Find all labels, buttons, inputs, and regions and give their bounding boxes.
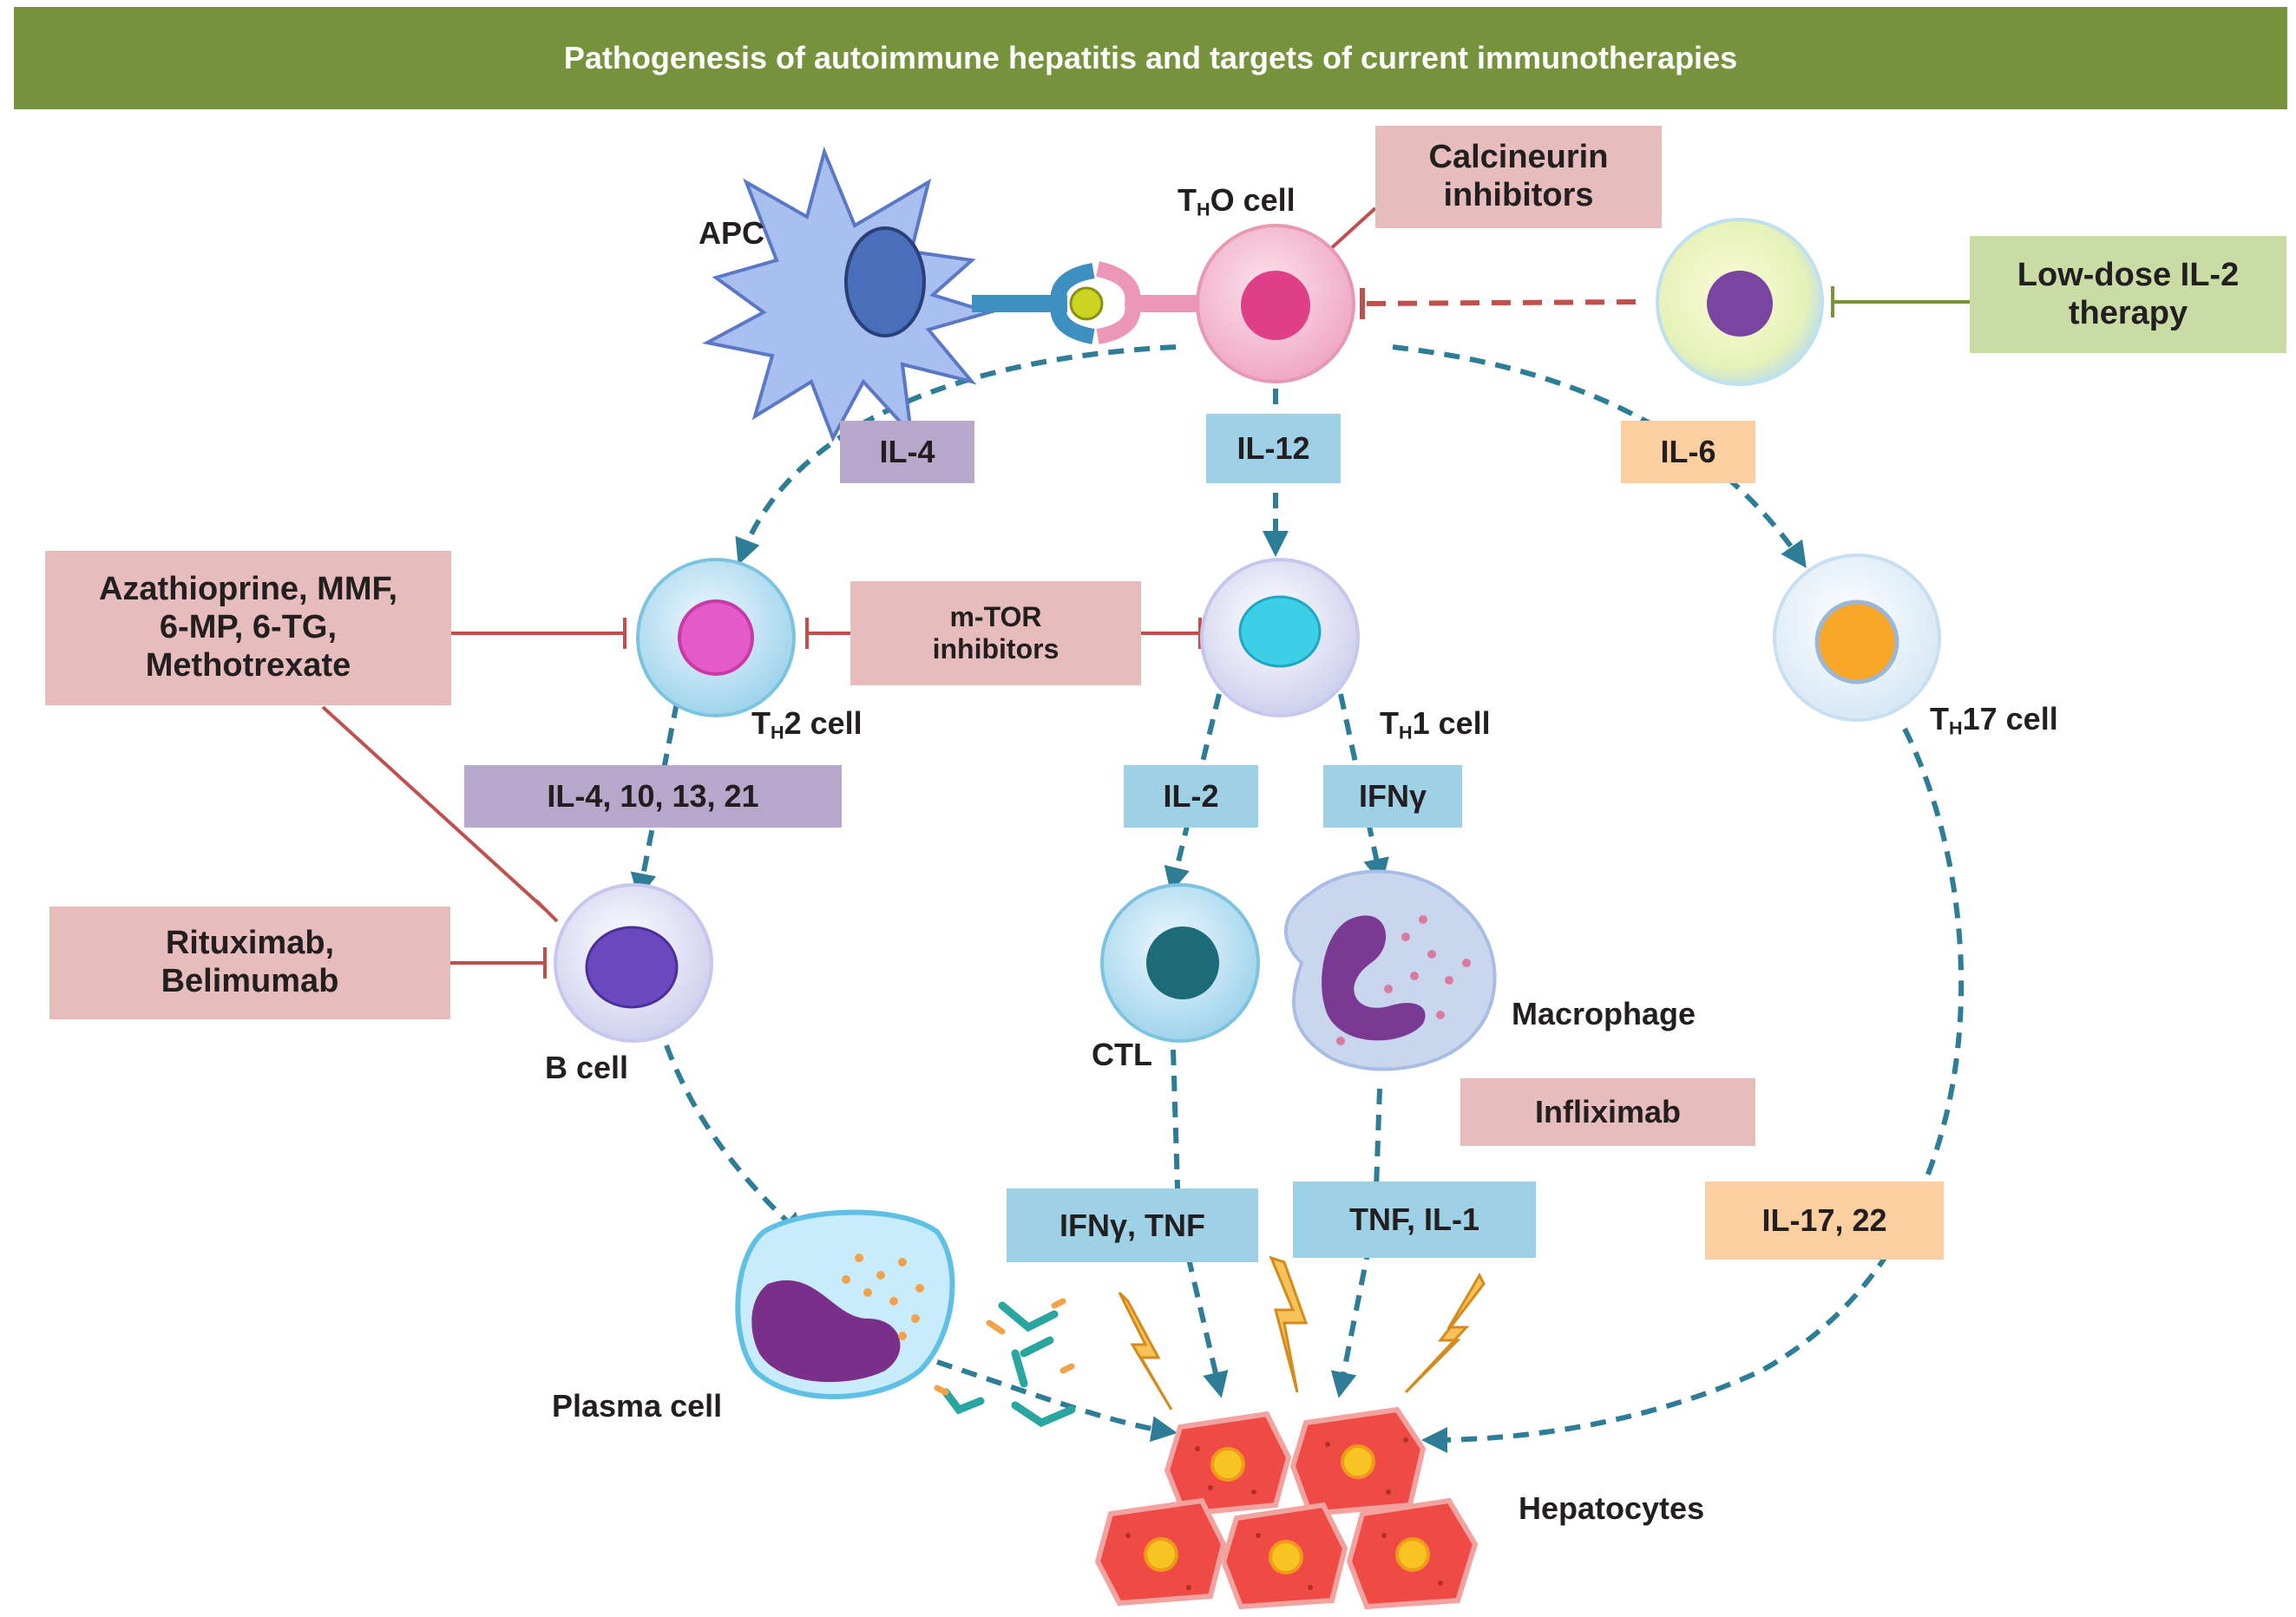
label-apc: APC bbox=[699, 215, 765, 251]
th2-cell-graphic bbox=[636, 558, 796, 717]
arrow-th0-to-th2 bbox=[735, 344, 1177, 566]
therapy-rituximab-belimumab: Rituximab, Belimumab bbox=[49, 907, 450, 1019]
cytokine-il17-22: IL-17, 22 bbox=[1705, 1182, 1944, 1260]
cytokine-il2: IL-2 bbox=[1124, 765, 1258, 828]
label-th2-cell: TH2 cell bbox=[751, 705, 863, 743]
arrow-th0-to-th17 bbox=[1392, 344, 1807, 568]
arrow-th1-to-ctl bbox=[1164, 693, 1222, 894]
ctl-graphic bbox=[1100, 883, 1260, 1043]
label-hepatocytes: Hepatocytes bbox=[1519, 1490, 1705, 1526]
cytokine-ifng-tnf: IFNγ, TNF bbox=[1007, 1188, 1258, 1262]
arrow-macrophage-to-hepatocytes bbox=[1330, 1088, 1382, 1398]
apc-cell bbox=[702, 146, 1202, 442]
macrophage-graphic bbox=[1284, 869, 1497, 1071]
cytokine-th2-group: IL-4, 10, 13, 21 bbox=[464, 765, 842, 828]
therapy-low-dose-il2: Low-dose IL-2 therapy bbox=[1970, 236, 2286, 353]
inhibition-lines bbox=[321, 206, 1637, 979]
cytokine-tnf-il1: TNF, IL-1 bbox=[1293, 1182, 1536, 1258]
plasma-cell-graphic bbox=[735, 1209, 955, 1399]
th0-cell-graphic bbox=[1196, 224, 1355, 383]
inhibit-aza-th2 bbox=[451, 618, 626, 649]
th1-cell-graphic bbox=[1200, 558, 1360, 717]
arrow-th17-to-hepatocytes bbox=[1421, 727, 1965, 1453]
inhibit-rituximab-bcell bbox=[449, 947, 547, 979]
cytokine-il6: IL-6 bbox=[1621, 421, 1755, 483]
inhibit-treg-th0 bbox=[1361, 299, 1637, 306]
label-plasma-cell: Plasma cell bbox=[552, 1388, 723, 1424]
therapy-calcineurin-inhibitors: Calcineurin inhibitors bbox=[1375, 126, 1662, 228]
label-macrophage: Macrophage bbox=[1512, 996, 1696, 1031]
cytokine-ifng: IFNγ bbox=[1323, 765, 1462, 828]
inhibit-mtor-th2 bbox=[805, 618, 850, 649]
antibodies bbox=[941, 1301, 1076, 1428]
cytokine-il12: IL-12 bbox=[1206, 414, 1341, 483]
arrow-bcell-to-plasma bbox=[664, 1044, 806, 1240]
label-b-cell: B cell bbox=[545, 1050, 629, 1085]
b-cell-graphic bbox=[554, 883, 713, 1043]
therapy-mtor-inhibitors: m-TOR inhibitors bbox=[850, 581, 1141, 685]
therapy-azathioprine-group: Azathioprine, MMF, 6-MP, 6-TG, Methotrex… bbox=[45, 551, 451, 705]
th17-cell-graphic bbox=[1773, 553, 1941, 722]
therapy-infliximab: Infliximab bbox=[1460, 1078, 1755, 1146]
label-ctl: CTL bbox=[1092, 1037, 1152, 1072]
diagram-title: Pathogenesis of autoimmune hepatitis and… bbox=[14, 7, 2287, 109]
cytokine-il4: IL-4 bbox=[840, 421, 974, 483]
arrow-th2-to-bcell bbox=[630, 702, 679, 900]
treg-cell-graphic bbox=[1656, 218, 1824, 386]
label-th1-cell: TH1 cell bbox=[1380, 705, 1491, 743]
inhibition-treg-therapy bbox=[1831, 286, 1970, 318]
hepatocyte-cluster bbox=[1094, 1406, 1479, 1610]
label-th0-cell: THO cell bbox=[1178, 182, 1296, 220]
inhibit-aza-bcell bbox=[321, 705, 559, 923]
lightning-bolts bbox=[1118, 1255, 1486, 1411]
inhibit-mtor-th1 bbox=[1141, 618, 1202, 649]
label-th17-cell: TH17 cell bbox=[1930, 701, 2058, 739]
antibody-tips bbox=[934, 1298, 1075, 1396]
